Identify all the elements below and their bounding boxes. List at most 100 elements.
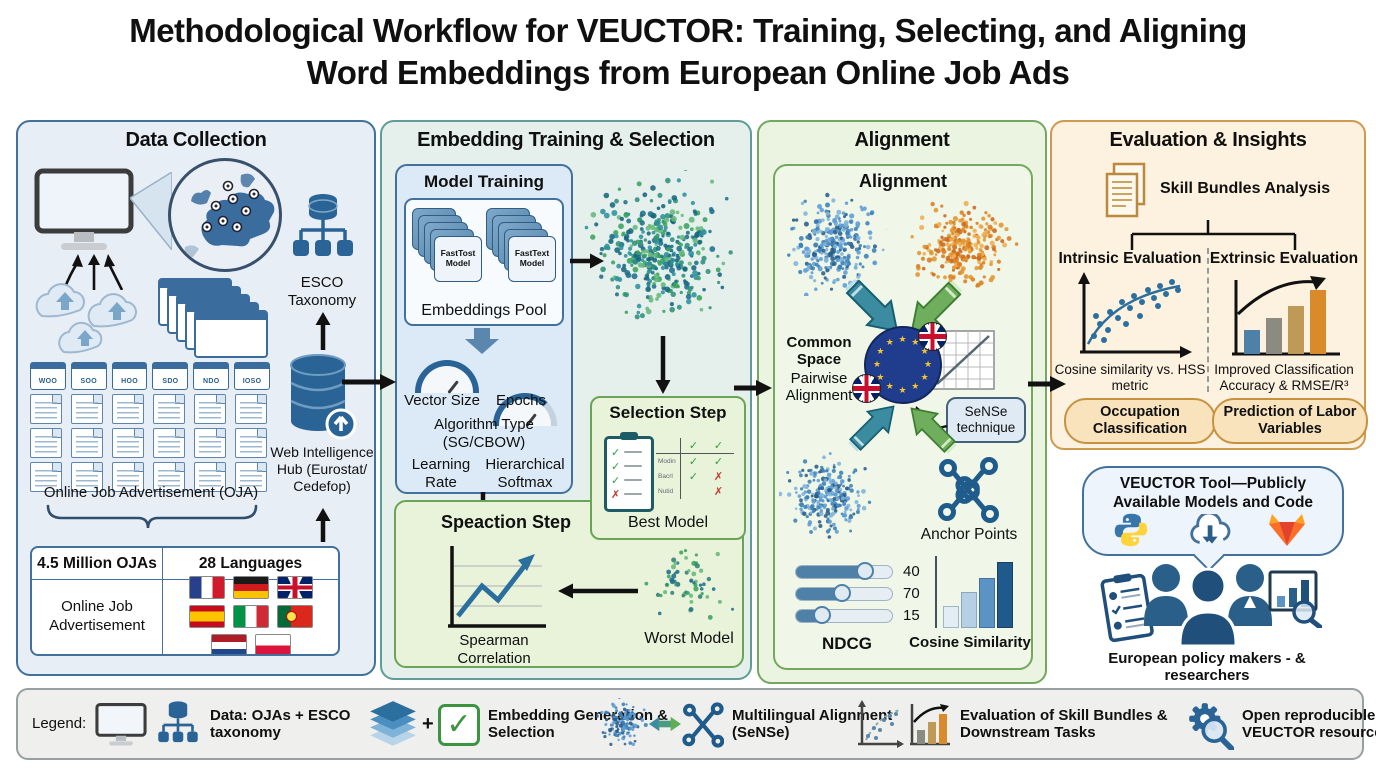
legend-bar-chart-icon [910,704,950,746]
oja-document-icon [30,428,62,458]
flag-italy [232,605,269,628]
arrow-panel3-to-panel4 [1028,376,1066,392]
oja-document-icon [235,394,267,424]
flag-germany [232,576,269,599]
model-card-stack-2: FastText Model [486,208,556,282]
labor-variables-pill: Prediction of Labor Variables [1212,398,1368,444]
table-header-ojas: 4.5 Million OJAs [32,548,163,579]
ndcg-value-2: 70 [903,585,920,602]
legend-label: Legend: [32,715,87,733]
selection-step-title: Selection Step [609,403,727,422]
panel-alignment: Alignment Alignment [757,120,1047,684]
veuctor-tool-label: VEUCTOR Tool—Publicly Available Models a… [1112,475,1314,511]
extrinsic-chart [1232,276,1340,356]
embeddings-pool-box: FastTost Model FastText Model Embeddings… [404,198,564,326]
pairwise-alignment-label: Pairwise Alignment [785,370,853,405]
doc-tile: HOO [111,362,148,390]
curly-brace [46,504,258,529]
ndcg-slider-3 [795,606,893,624]
source-embedding-scatter-blue [781,192,887,296]
extrinsic-caption: Improved Classification Accuracy & RMSE/… [1214,362,1354,394]
cross-icon: ✗ [713,471,724,483]
legend-item-data: Data: OJAs + ESCO taxonomy [210,706,351,741]
speaction-step-title: Speaction Step [440,512,572,532]
oja-document-icon [235,462,267,492]
legend-scatter-chart-icon [858,700,904,748]
oja-document-icon [71,428,103,458]
flag-uk [276,576,313,599]
alignment-inner-title: Alignment [859,171,947,191]
alignment-inner-box: Alignment ★★ [773,164,1033,670]
tree-connector [1130,220,1297,250]
hierarchical-softmax-label: Hierarchical Softmax [485,456,565,491]
browser-windows-stack [158,278,272,360]
oja-document-icon [153,394,185,424]
ndcg-value-1: 40 [903,563,920,580]
selection-step-box: Selection Step ✓ ✓ ✓ ✗ ✓✓Modin✓✓Bacrl✓✗N… [590,396,746,540]
comparison-table-row: ✓✓ [656,438,734,454]
flag-portugal [276,605,313,628]
oja-document-icon [235,428,267,458]
model-training-title: Model Training [424,172,544,191]
arrow-up-to-esco [315,312,331,350]
audience-label: European policy makers - & researchers [1108,650,1306,684]
arrow-panel1-to-panel2 [342,374,396,390]
spearman-correlation-label: Spearman Correlation [457,632,531,667]
fat-arrow-teal-upright [848,405,895,452]
arrow-scatter-down [655,336,671,394]
evaluation-divider [1207,248,1209,392]
model-training-box: Model Training FastTost Model FastText M… [395,164,573,494]
panel-data-collection: Data Collection [16,120,376,676]
policy-makers-people-icon [1144,564,1272,648]
fat-arrow-teal-downright [844,278,899,333]
arrow-model-to-scatter [570,253,604,269]
check-icon: ✓ [713,456,724,468]
oja-document-icon [112,394,144,424]
upload-arrows [62,254,124,290]
embedding-scatter-cloud [578,170,742,332]
legend-gear-magnifier-icon [1189,703,1234,750]
oja-document-icon [30,394,62,424]
legend-esco-icon [158,701,198,743]
epochs-label: Epochs [495,392,547,409]
doc-tile: SOO [70,362,107,390]
analysis-chart-icon [1268,570,1322,628]
legend-layers-icon [370,701,416,746]
learning-rate-label: Learning Rate [411,456,471,491]
chevron-down-icon [465,328,499,354]
oja-document-icon [71,462,103,492]
intrinsic-caption: Cosine similarity vs. HSS metric [1054,362,1206,394]
legend-item-evaluation: Evaluation of Skill Bundles & Downstream… [960,706,1168,741]
database-icon [290,354,357,440]
oja-document-icon [194,462,226,492]
sense-technique-callout: SeNSe technique [946,397,1026,443]
browser-window-icon [194,310,268,358]
ndcg-slider-1 [795,562,893,580]
doc-tile: WOO [30,362,66,390]
flag-france [188,576,225,599]
web-intelligence-hub-label: Web Intelligence Hub (Eurostat/ Cedefop) [270,444,374,494]
europe-map-icon [168,158,282,272]
legend-plus: + [422,712,434,735]
oja-document-icon [153,428,185,458]
checklist-clipboard-icon: ✓ ✓ ✓ ✗ [604,432,654,512]
alignment-grid-icon [931,330,995,390]
oja-document-icon [194,428,226,458]
flag-netherlands [210,634,247,654]
vector-size-gauge-icon [415,360,479,393]
fasttext-model-card: FastText Model [508,236,556,282]
oja-document-icon [30,462,62,492]
oja-document-icon [112,462,144,492]
page-title: Methodological Workflow for VEUCTOR: Tra… [129,12,1247,91]
oja-document-icon [194,394,226,424]
policy-clipboard-icon [1100,573,1154,643]
check-icon: ✓ [688,456,699,468]
comparison-table-row: Bacrl✓✗ [656,469,734,484]
gitlab-icon [1269,514,1305,546]
panel-title-alignment: Alignment [854,129,950,151]
oja-document-icon [71,394,103,424]
python-icon [1114,513,1148,547]
embeddings-pool-label: Embeddings Pool [421,302,547,319]
panel-title-embedding: Embedding Training & Selection [417,129,715,151]
oja-label: Online Job Advertisement (OJA) [43,484,259,501]
